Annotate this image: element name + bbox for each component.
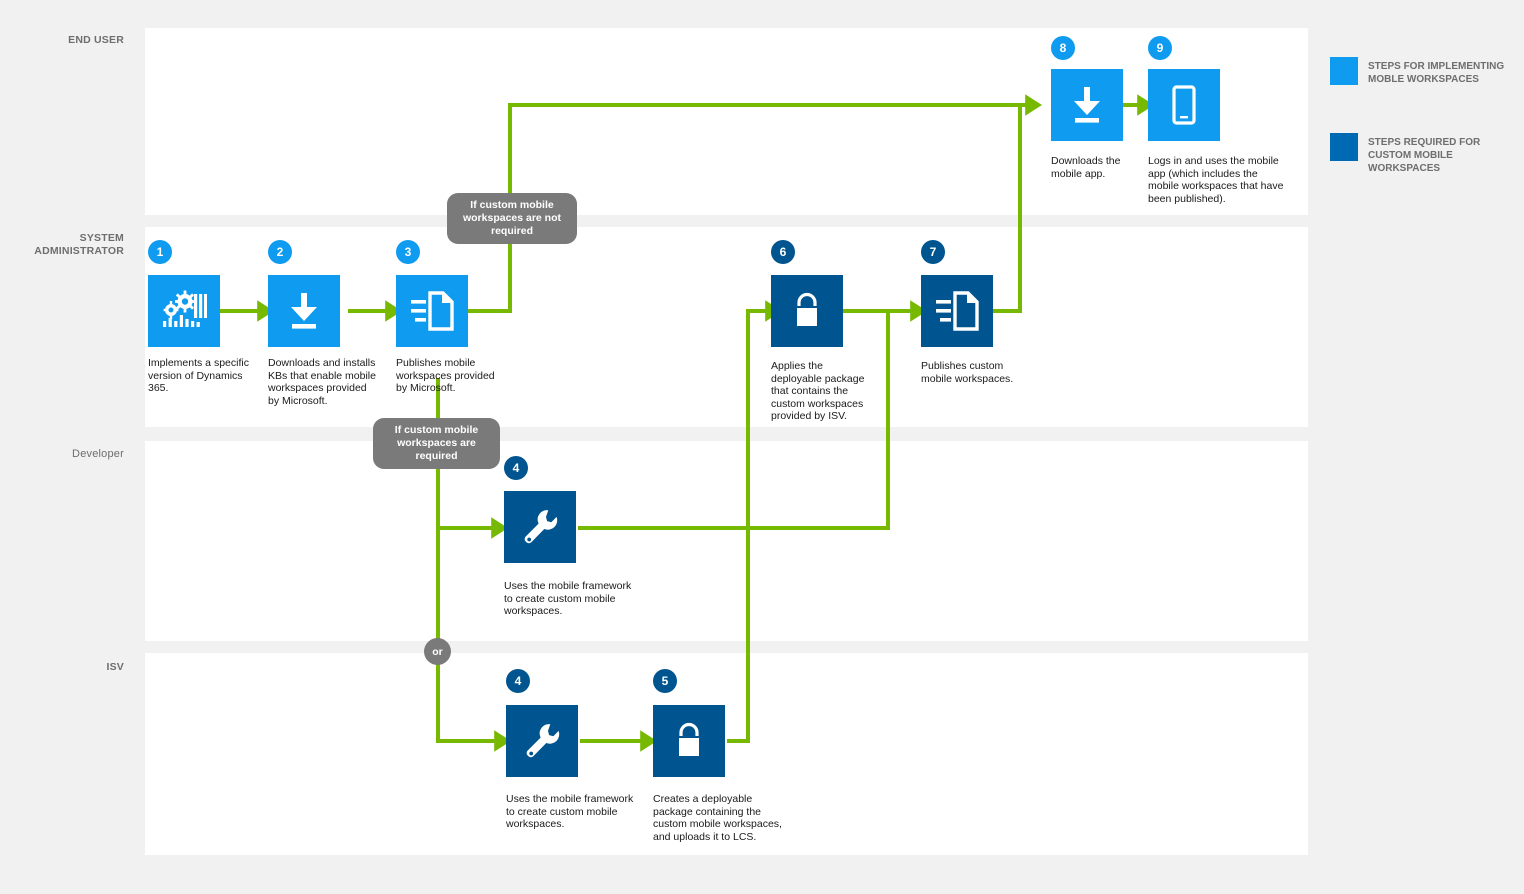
wrench-icon	[523, 722, 561, 760]
step-4-developer-badge: 4	[504, 456, 528, 480]
lane-isv	[145, 653, 1308, 855]
step-5-isv-tile[interactable]	[653, 705, 725, 777]
step-1-badge: 1	[148, 240, 172, 264]
step-5-isv-badge: 5	[653, 669, 677, 693]
legend-text-implementing: STEPS FOR IMPLEMENTING MOBLE WORKSPACES	[1368, 61, 1505, 85]
step-9-badge: 9	[1148, 36, 1172, 60]
legend-text-custom: STEPS REQUIRED FOR CUSTOM MOBILE WORKSPA…	[1368, 137, 1481, 174]
step-3-tile[interactable]	[396, 275, 468, 347]
step-7-tile[interactable]	[921, 275, 993, 347]
step-2-badge: 2	[268, 240, 292, 264]
legend-swatch-light	[1330, 57, 1358, 85]
step-2-caption: Downloads and installs KBs that enable m…	[268, 357, 376, 407]
step-8-badge: 8	[1051, 36, 1075, 60]
package-icon	[789, 292, 825, 330]
step-6-tile[interactable]	[771, 275, 843, 347]
publish-document-icon	[410, 291, 454, 331]
or-chip: or	[424, 638, 451, 665]
callout-required: If custom mobile workspaces are required	[373, 418, 500, 469]
publish-document-icon	[935, 291, 979, 331]
step-1-tile[interactable]	[148, 275, 220, 347]
wrench-icon	[521, 508, 559, 546]
step-8-tile[interactable]	[1051, 69, 1123, 141]
step-4-developer-caption: Uses the mobile framework to create cust…	[504, 580, 632, 618]
gears-chart-icon	[161, 290, 207, 332]
step-5-isv-caption: Creates a deployable package containing …	[653, 793, 782, 843]
connector-branch-to-isv-4	[436, 528, 511, 752]
step-4-isv-badge: 4	[506, 669, 530, 693]
connector-7-to-8	[993, 105, 1022, 313]
lane-developer	[145, 441, 1308, 641]
step-8-caption: Downloads the mobile app.	[1051, 155, 1121, 180]
step-7-badge: 7	[921, 240, 945, 264]
step-4-isv-tile[interactable]	[506, 705, 578, 777]
phone-icon	[1171, 85, 1197, 125]
lane-label-isv: ISV	[106, 661, 124, 673]
step-6-badge: 6	[771, 240, 795, 264]
connector-developer-4-to-6	[578, 311, 890, 530]
lane-label-developer: Developer	[72, 448, 124, 460]
step-6-caption: Applies the deployable package that cont…	[771, 360, 865, 423]
legend-swatch-dark	[1330, 133, 1358, 161]
step-9-caption: Logs in and uses the mobile app (which i…	[1148, 155, 1284, 205]
callout-not-required: If custom mobile workspaces are not requ…	[447, 193, 577, 244]
download-icon	[287, 291, 321, 331]
package-icon	[671, 722, 707, 760]
lane-label-end-user: END USER	[68, 34, 124, 46]
step-9-tile[interactable]	[1148, 69, 1220, 141]
step-3-badge: 3	[396, 240, 420, 264]
step-4-isv-caption: Uses the mobile framework to create cust…	[506, 793, 634, 831]
step-1-caption: Implements a specific version of Dynamic…	[148, 357, 249, 395]
step-2-tile[interactable]	[268, 275, 340, 347]
connector-isv-5-to-6	[727, 300, 782, 743]
step-7-caption: Publishes custom mobile workspaces.	[921, 360, 1014, 385]
step-4-developer-tile[interactable]	[504, 491, 576, 563]
download-icon	[1070, 85, 1104, 125]
step-3-caption: Publishes mobile workspaces provided by …	[396, 357, 495, 395]
